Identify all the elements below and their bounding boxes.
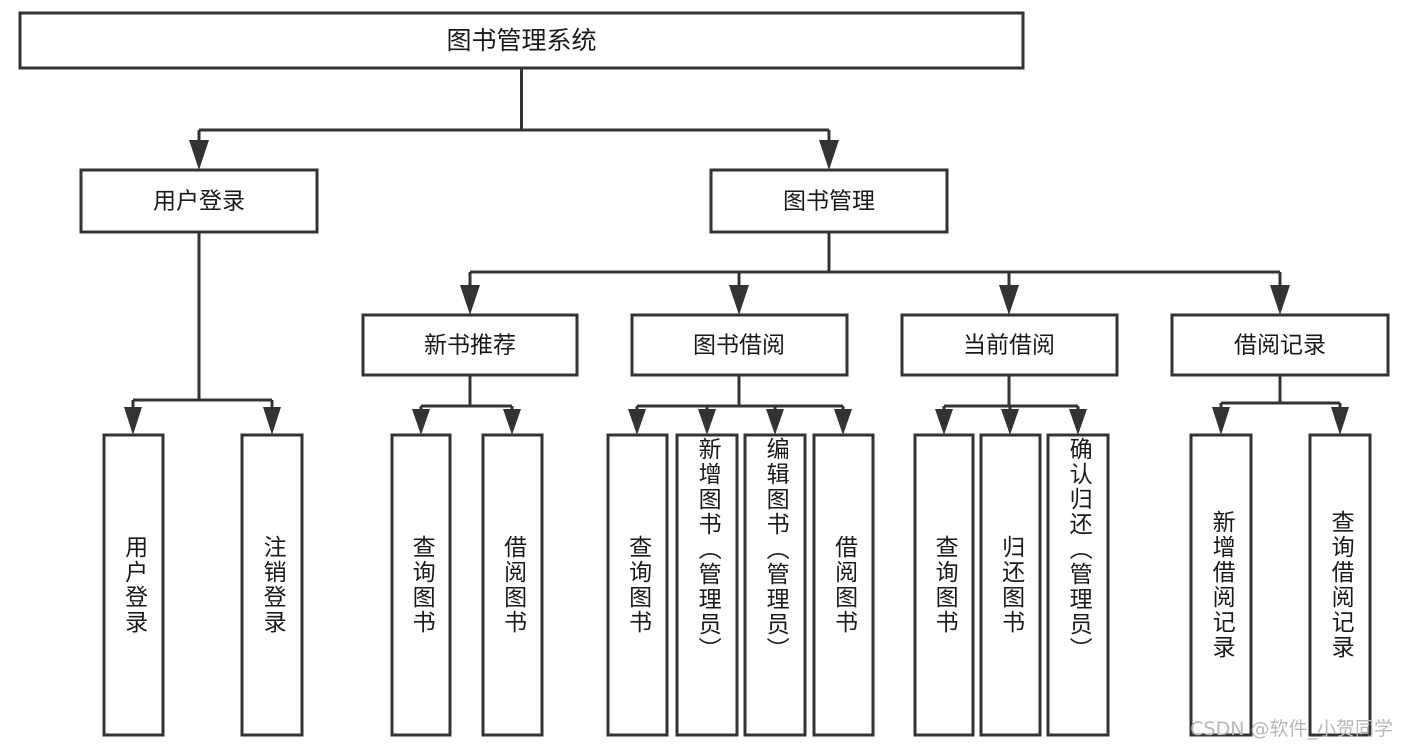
connector-group-book-manage-to-level2 bbox=[460, 232, 1290, 315]
node-root[interactable]: 图书管理系统 bbox=[18, 11, 1025, 70]
arrowhead-leaf-query-book-2 bbox=[628, 409, 646, 435]
node-leaf-query-book-2-box[interactable] bbox=[606, 433, 669, 737]
node-borrow-record-box[interactable] bbox=[1170, 313, 1390, 377]
node-leaf-add-record-box[interactable] bbox=[1189, 433, 1253, 737]
node-borrow-record-label: 借阅记录 bbox=[1234, 333, 1326, 359]
connector-group-current-borrow-to-leaves bbox=[935, 375, 1087, 435]
node-book-manage-label: 图书管理 bbox=[783, 189, 875, 215]
node-book-borrow-label: 图书借阅 bbox=[693, 333, 785, 359]
arrowhead-current-borrow bbox=[999, 285, 1019, 315]
arrowhead-leaf-logout bbox=[263, 407, 281, 435]
node-leaf-user-login-box[interactable] bbox=[102, 433, 165, 737]
node-new-book-rec-box[interactable] bbox=[361, 313, 579, 377]
arrowhead-leaf-query-book-3 bbox=[935, 409, 953, 435]
arrowhead-leaf-borrow-book-2 bbox=[834, 409, 852, 435]
node-book-manage-box[interactable] bbox=[709, 168, 949, 234]
arrowhead-leaf-add-book bbox=[698, 409, 716, 435]
node-leaf-return-book-box[interactable] bbox=[979, 433, 1042, 737]
arrowhead-borrow-record bbox=[1270, 285, 1290, 315]
node-user-login-label: 用户登录 bbox=[153, 189, 245, 215]
node-leaf-edit-book-box[interactable] bbox=[743, 433, 807, 737]
node-leaf-borrow-book-1-box[interactable] bbox=[481, 433, 544, 737]
node-new-book-rec-label: 新书推荐 bbox=[424, 333, 516, 359]
node-current-borrow-label: 当前借阅 bbox=[963, 333, 1055, 359]
node-user-login-box[interactable] bbox=[79, 168, 319, 234]
connector-group-book-borrow-to-leaves bbox=[628, 375, 852, 435]
node-book-borrow-box[interactable] bbox=[630, 313, 849, 377]
node-book-borrow[interactable]: 图书借阅 bbox=[630, 313, 849, 377]
node-leaf-borrow-book-2-box[interactable] bbox=[812, 433, 875, 737]
arrowhead-leaf-borrow-book-1 bbox=[503, 409, 521, 435]
node-user-login[interactable]: 用户登录 bbox=[79, 168, 319, 234]
arrowhead-new-book-rec bbox=[460, 285, 480, 315]
node-new-book-rec[interactable]: 新书推荐 bbox=[361, 313, 579, 377]
arrowhead-leaf-confirm-return bbox=[1069, 409, 1087, 435]
node-root-label: 图书管理系统 bbox=[446, 26, 596, 55]
connector-group-user-login-to-leaves bbox=[124, 232, 281, 435]
arrowhead-leaf-add-record bbox=[1212, 407, 1230, 435]
node-leaf-query-record-box[interactable] bbox=[1308, 433, 1372, 737]
node-leaf-confirm-return-box[interactable] bbox=[1046, 433, 1110, 737]
connector-group-root-to-level1 bbox=[189, 68, 839, 170]
node-leaf-logout-box[interactable] bbox=[240, 433, 304, 737]
node-leaf-add-book-box[interactable] bbox=[675, 433, 739, 737]
arrowhead-leaf-edit-book bbox=[766, 409, 784, 435]
node-root-box[interactable] bbox=[18, 11, 1025, 70]
node-borrow-record[interactable]: 借阅记录 bbox=[1170, 313, 1390, 377]
node-leaf-query-book-1-box[interactable] bbox=[390, 433, 452, 737]
leaf-box-group bbox=[102, 433, 1372, 737]
node-current-borrow-box[interactable] bbox=[900, 313, 1119, 377]
node-book-manage[interactable]: 图书管理 bbox=[709, 168, 949, 234]
node-leaf-query-book-3-box[interactable] bbox=[913, 433, 975, 737]
node-current-borrow[interactable]: 当前借阅 bbox=[900, 313, 1119, 377]
connector-group-new-book-rec-to-leaves bbox=[412, 375, 521, 435]
connector-group-borrow-record-to-leaves bbox=[1212, 375, 1349, 435]
arrowhead-leaf-query-record bbox=[1331, 407, 1349, 435]
arrowhead-book-manage bbox=[819, 140, 839, 170]
arrowhead-user-login bbox=[189, 140, 209, 170]
arrowhead-book-borrow bbox=[729, 285, 749, 315]
arrowhead-leaf-query-book-1 bbox=[412, 409, 430, 435]
arrowhead-leaf-user-login bbox=[124, 407, 142, 435]
arrowhead-leaf-return-book bbox=[1001, 409, 1019, 435]
